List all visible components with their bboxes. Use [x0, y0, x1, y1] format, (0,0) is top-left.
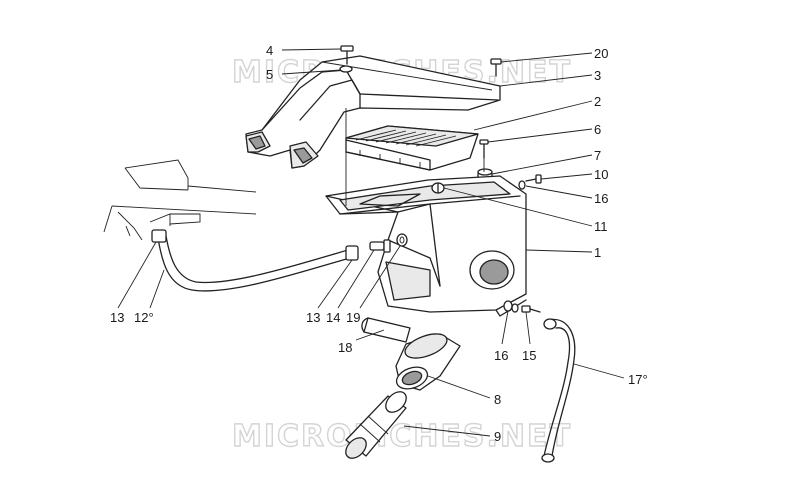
callout-14: 14 — [326, 310, 340, 325]
callout-10: 10 — [594, 167, 608, 182]
intake-duct-8 — [395, 333, 461, 391]
watermark-bottom: MICROFICHES.NET — [232, 419, 572, 454]
callout-19: 19 — [346, 310, 360, 325]
washer-16b — [503, 300, 519, 313]
callout-13-mid: 13 — [306, 310, 320, 325]
callout-12: 12° — [134, 310, 154, 325]
airbox-cover-3 — [245, 55, 501, 169]
callout-13-left: 13 — [110, 310, 124, 325]
callout-20: 20 — [594, 46, 608, 61]
washer-16 — [518, 180, 526, 190]
air-filter-2 — [345, 125, 479, 171]
callout-18: 18 — [338, 340, 352, 355]
hose-clamp-13 — [151, 229, 167, 243]
grommet-19 — [396, 233, 408, 247]
breather-hose-12 — [151, 229, 359, 292]
fitting-14 — [369, 239, 391, 253]
screw-6 — [479, 139, 489, 159]
washer-5 — [339, 65, 353, 73]
intake-tube-9 — [345, 391, 407, 459]
callout-17: 17° — [628, 372, 648, 387]
callout-8: 8 — [494, 392, 501, 407]
callout-labels: 4 5 20 3 2 6 7 10 16 11 1 13 12° 13 14 1… — [110, 43, 648, 444]
callout-5: 5 — [266, 67, 273, 82]
callout-6: 6 — [594, 122, 601, 137]
screw-4 — [339, 45, 354, 73]
callout-16-bottom: 16 — [494, 348, 508, 363]
callout-4: 4 — [266, 43, 273, 58]
callout-2: 2 — [594, 94, 601, 109]
callout-9: 9 — [494, 429, 501, 444]
frame-section — [103, 159, 257, 241]
callout-15: 15 — [522, 348, 536, 363]
callout-3: 3 — [594, 68, 601, 83]
screw-15 — [521, 305, 541, 313]
screw-20 — [490, 58, 502, 77]
screw-10 — [525, 174, 542, 184]
airbox-1 — [325, 175, 527, 317]
callout-7: 7 — [594, 148, 601, 163]
leader-lines — [117, 48, 625, 437]
hose-clamp-13b — [345, 245, 359, 261]
drain-hose-17 — [541, 318, 576, 463]
clamp-18 — [361, 317, 411, 343]
callout-1: 1 — [594, 245, 601, 260]
callout-16-top: 16 — [594, 191, 608, 206]
callout-11: 11 — [594, 219, 608, 234]
